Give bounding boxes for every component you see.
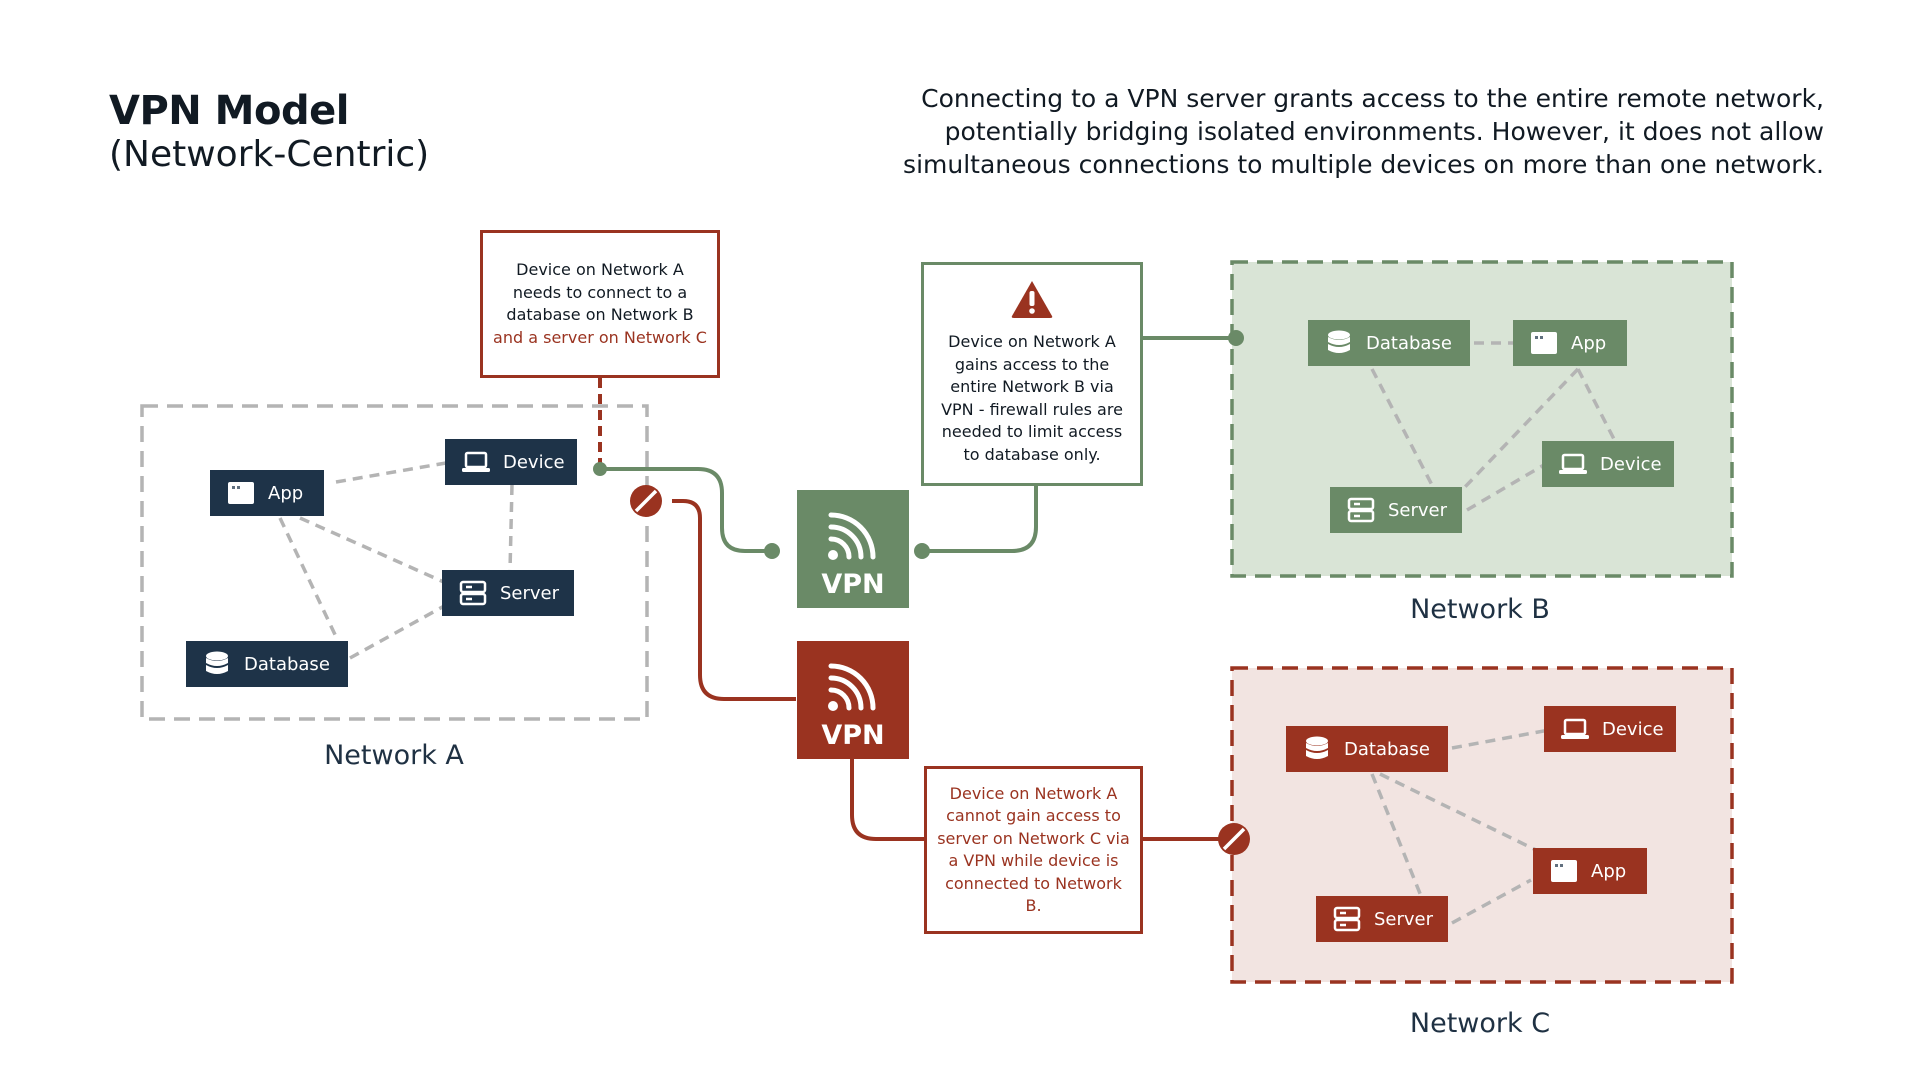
node-label: Device <box>1602 718 1664 740</box>
network-b-boundary <box>1230 260 1734 578</box>
blocked-icon <box>1218 823 1250 855</box>
app-window-icon <box>1549 856 1579 886</box>
wifi-icon <box>823 511 883 563</box>
laptop-icon <box>1560 714 1590 744</box>
network-a-boundary <box>140 404 649 721</box>
node-label: Server <box>500 582 560 604</box>
callout-text: Device on Network A needs to connect to … <box>506 260 694 324</box>
server-icon <box>1346 495 1376 525</box>
network-a-app-node: App <box>210 470 324 516</box>
requirement-callout: Device on Network A needs to connect to … <box>480 230 720 378</box>
node-label: Server <box>1374 908 1434 930</box>
access-callout: Device on Network A gains access to the … <box>921 262 1143 486</box>
node-label: Device <box>1600 453 1662 475</box>
diagram-description: Connecting to a VPN server grants access… <box>903 84 1824 179</box>
node-label: Device <box>503 451 565 473</box>
diagram-title: VPN Model <box>109 88 349 134</box>
callout-text: Device on Network A cannot gain access t… <box>937 783 1130 916</box>
laptop-icon <box>461 447 491 477</box>
network-a-device-node: Device <box>445 439 577 485</box>
network-b-server-node: Server <box>1330 487 1462 533</box>
vpn-red-block: VPN <box>797 641 909 759</box>
warning-icon <box>1011 281 1053 318</box>
app-window-icon <box>226 478 256 508</box>
network-c-server-node: Server <box>1316 896 1448 942</box>
node-label: App <box>1571 332 1607 354</box>
wifi-icon <box>823 662 883 714</box>
server-icon <box>458 578 488 608</box>
node-label: App <box>1591 860 1627 882</box>
server-icon <box>1332 904 1362 934</box>
network-c-database-node: Database <box>1286 726 1448 772</box>
network-c-app-node: App <box>1533 848 1647 894</box>
vpn-green-block: VPN <box>797 490 909 608</box>
network-c-label: Network C <box>1409 1008 1551 1039</box>
vpn-label: VPN <box>821 569 885 600</box>
database-icon <box>1302 734 1332 764</box>
diagram-subtitle: (Network-Centric) <box>109 134 430 175</box>
blocked-callout: Device on Network A cannot gain access t… <box>924 766 1143 934</box>
callout-text-highlight: and a server on Network C <box>493 327 707 347</box>
blocked-icon <box>630 485 662 517</box>
network-c-boundary <box>1230 666 1734 984</box>
network-a-label: Network A <box>324 740 464 771</box>
callout-text: Device on Network A gains access to the … <box>941 332 1123 464</box>
network-b-label: Network B <box>1410 594 1550 625</box>
database-icon <box>202 649 232 679</box>
app-window-icon <box>1529 328 1559 358</box>
node-label: Server <box>1388 499 1448 521</box>
laptop-icon <box>1558 449 1588 479</box>
network-a-database-node: Database <box>186 641 348 687</box>
network-b-device-node: Device <box>1542 441 1674 487</box>
network-b-app-node: App <box>1513 320 1627 366</box>
node-label: App <box>268 482 304 504</box>
node-label: Database <box>1366 332 1452 354</box>
node-label: Database <box>244 653 330 675</box>
database-icon <box>1324 328 1354 358</box>
network-c-device-node: Device <box>1544 706 1676 752</box>
node-label: Database <box>1344 738 1430 760</box>
network-b-database-node: Database <box>1308 320 1470 366</box>
vpn-label: VPN <box>821 720 885 751</box>
network-a-server-node: Server <box>442 570 574 616</box>
